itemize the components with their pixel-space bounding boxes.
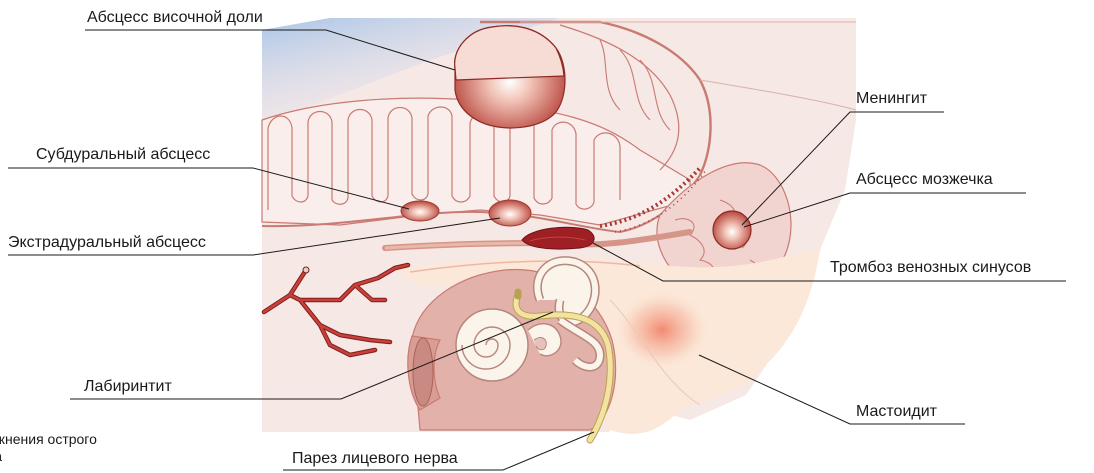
label-labyrinthitis: Лабиринтит xyxy=(84,378,172,396)
caption-line-2: та xyxy=(0,448,188,465)
temporal-lobe-abscess xyxy=(455,26,565,128)
label-sinus-thrombosis: Тромбоз венозных синусов xyxy=(830,259,1031,277)
cochlea xyxy=(456,309,528,381)
mastoid-inflammation xyxy=(614,290,710,370)
label-subdural-abscess: Субдуральный абсцесс xyxy=(36,146,210,164)
label-facial-palsy: Парез лицевого нерва xyxy=(292,450,458,468)
label-extradural-abscess: Экстрадуральный абсцесс xyxy=(8,234,206,252)
cerebellar-abscess xyxy=(713,211,751,249)
label-mastoiditis: Мастоидит xyxy=(856,403,937,421)
label-temporal-abscess: Абсцесс височной доли xyxy=(87,9,263,27)
caption-line-1: ожнения острого xyxy=(0,431,188,448)
extradural-abscess xyxy=(489,200,531,226)
label-cerebellar-abscess: Абсцесс мозжечка xyxy=(856,171,993,189)
subdural-abscess xyxy=(401,201,439,221)
label-meningitis: Менингит xyxy=(856,90,927,108)
figure-caption: ожнения острого та xyxy=(0,431,188,465)
